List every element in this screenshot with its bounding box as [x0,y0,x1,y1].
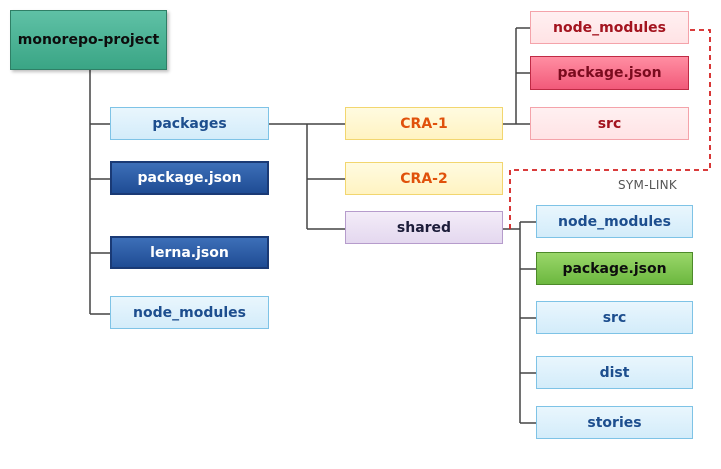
shared-src-label: src [602,309,627,326]
shared-package-json-node: package.json [536,252,693,285]
root-package-json-label: package.json [137,170,242,186]
packages-folder-node: packages [110,107,269,140]
packages-folder-label: packages [152,115,227,132]
root-node-modules-label: node_modules [133,304,246,321]
lerna-json-label: lerna.json [150,244,229,261]
symlink-dashed-line [509,29,711,229]
shared-src-node: src [536,301,693,334]
cra1-node-modules-node: node_modules [530,11,689,44]
shared-dist-label: dist [599,364,630,381]
root-folder-label: monorepo-project [17,32,160,48]
shared-folder-node: shared [345,211,503,244]
cra1-src-label: src [597,115,622,132]
cra1-node-modules-label: node_modules [553,19,666,36]
root-package-json-node: package.json [110,161,269,195]
shared-node-modules-node: node_modules [536,205,693,238]
cra1-src-node: src [530,107,689,140]
root-node-modules-node: node_modules [110,296,269,329]
cra2-folder-node: CRA-2 [345,162,503,195]
cra1-folder-node: CRA-1 [345,107,503,140]
cra1-folder-label: CRA-1 [400,115,448,132]
root-folder-node: monorepo-project [10,10,167,70]
shared-dist-node: dist [536,356,693,389]
cra2-folder-label: CRA-2 [400,170,448,187]
cra1-package-json-node: package.json [530,56,689,90]
shared-node-modules-label: node_modules [558,213,671,230]
symlink-label: SYM-LINK [618,178,678,192]
shared-stories-node: stories [536,406,693,439]
shared-stories-label: stories [587,414,642,431]
lerna-json-node: lerna.json [110,236,269,269]
shared-folder-label: shared [396,219,452,236]
cra1-package-json-label: package.json [557,65,662,81]
shared-package-json-label: package.json [562,260,667,277]
